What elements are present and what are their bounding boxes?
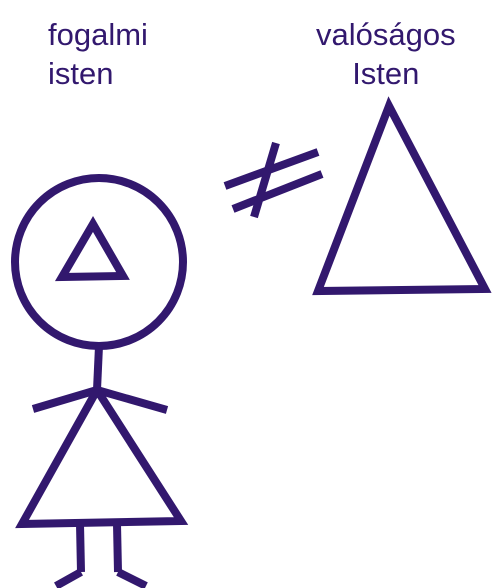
stick-figure: [15, 178, 183, 586]
figure-left-foot: [56, 572, 81, 586]
figure-right-leg: [117, 524, 118, 572]
not-equal-icon: [225, 143, 322, 217]
not-equal-slash: [254, 143, 276, 217]
figure-right-foot: [118, 572, 146, 586]
real-god-triangle-icon: [318, 106, 485, 291]
figure-head: [15, 178, 183, 346]
head-triangle-icon: [62, 224, 123, 277]
figure-left-leg: [80, 524, 81, 572]
